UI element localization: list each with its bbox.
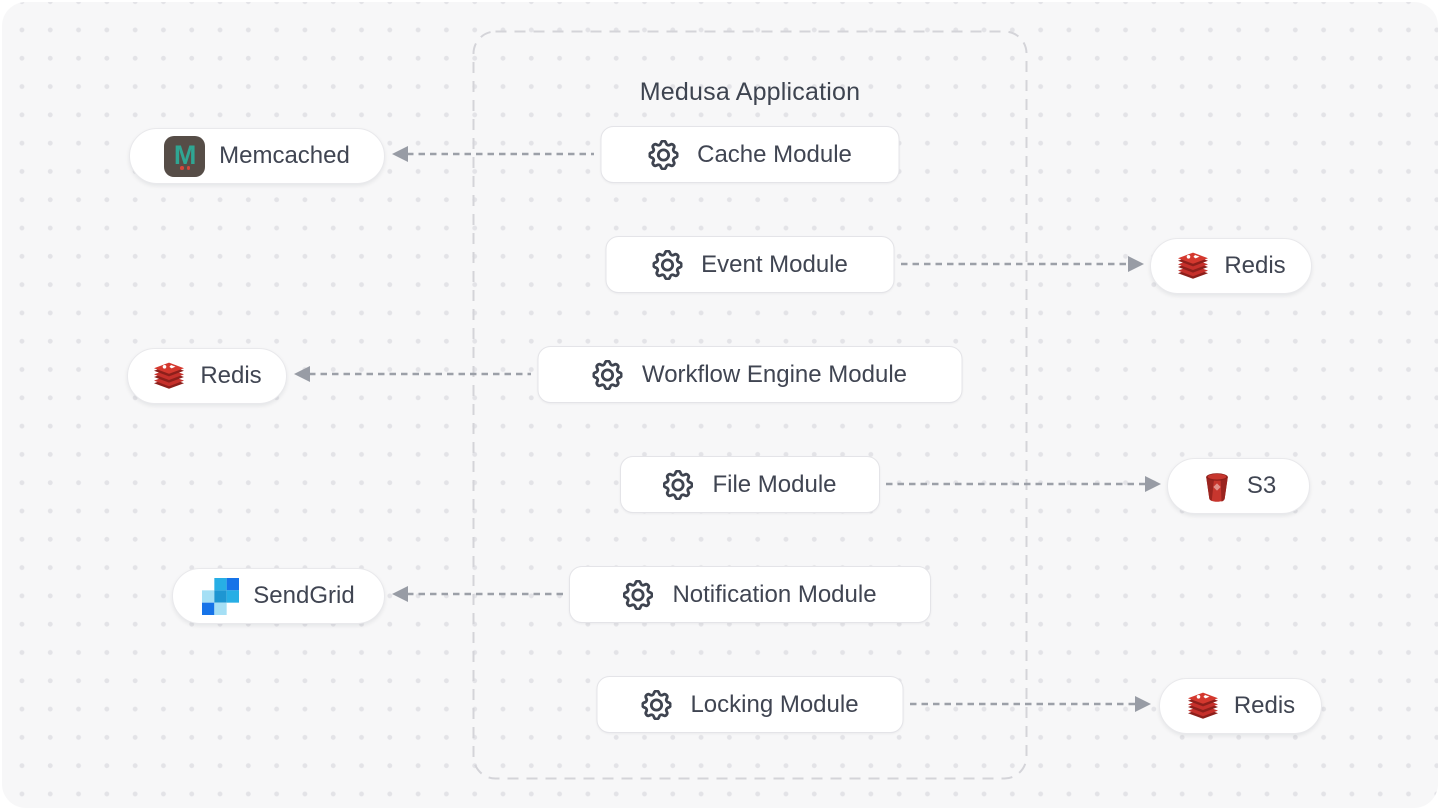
service-s3[interactable]: S3	[1167, 458, 1310, 514]
gear-icon	[592, 359, 623, 390]
arrowhead-left-icon	[392, 146, 408, 162]
module-event[interactable]: Event Module	[605, 236, 895, 293]
service-label: Redis	[200, 362, 262, 389]
module-cache[interactable]: Cache Module	[600, 126, 900, 183]
service-redis-event[interactable]: Redis	[1150, 238, 1312, 294]
module-label: File Module	[712, 470, 837, 498]
redis-icon	[1178, 252, 1209, 279]
arrowhead-left-icon	[294, 366, 310, 382]
gear-icon	[641, 689, 672, 720]
module-label: Locking Module	[690, 690, 859, 718]
gear-icon	[663, 469, 694, 500]
module-file[interactable]: File Module	[620, 456, 880, 513]
memcached-icon: M	[164, 135, 206, 177]
service-label: Redis	[1233, 692, 1296, 719]
arrowhead-right-icon	[1135, 696, 1151, 712]
module-workflow-engine[interactable]: Workflow Engine Module	[537, 346, 963, 403]
service-sendgrid[interactable]: SendGrid	[172, 568, 385, 624]
service-redis-workflow[interactable]: Redis	[127, 348, 287, 404]
redis-icon	[154, 362, 185, 389]
module-label: Cache Module	[697, 140, 852, 168]
redis-icon	[1187, 692, 1218, 719]
service-label: SendGrid	[253, 582, 355, 609]
gear-icon	[652, 249, 683, 280]
service-label: Memcached	[219, 142, 350, 169]
arrowhead-right-icon	[1128, 256, 1144, 272]
arrowhead-right-icon	[1145, 476, 1161, 492]
gear-icon	[623, 579, 654, 610]
s3-icon	[1206, 473, 1228, 502]
module-notification[interactable]: Notification Module	[569, 566, 931, 623]
service-label: S3	[1246, 472, 1277, 499]
arrowhead-left-icon	[392, 586, 408, 602]
module-label: Workflow Engine Module	[641, 360, 908, 388]
application-title: Medusa Application	[639, 78, 861, 106]
service-label: Redis	[1224, 252, 1286, 279]
service-memcached[interactable]: M Memcached	[129, 128, 385, 184]
dashed-border	[472, 30, 1028, 780]
service-redis-locking[interactable]: Redis	[1159, 678, 1322, 734]
gear-icon	[648, 139, 679, 170]
module-label: Notification Module	[672, 580, 877, 608]
sendgrid-icon	[202, 577, 240, 615]
module-label: Event Module	[701, 250, 848, 278]
module-locking[interactable]: Locking Module	[596, 676, 904, 733]
medusa-application-container: Medusa Application	[472, 30, 1028, 780]
